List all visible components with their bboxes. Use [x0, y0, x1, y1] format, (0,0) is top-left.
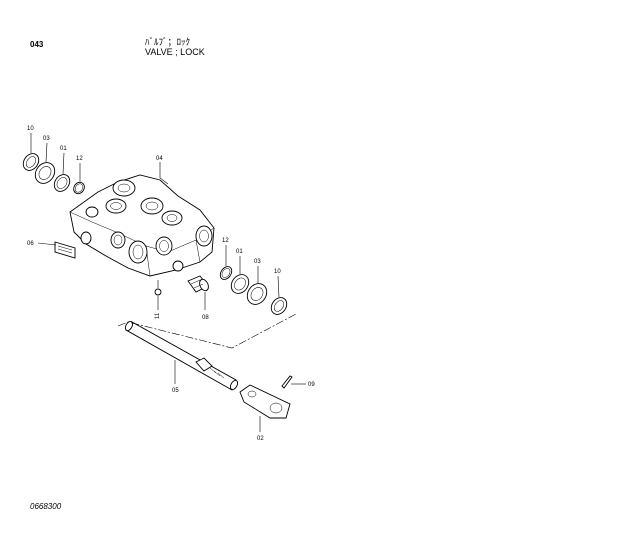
callout-12-left: 12 — [76, 156, 83, 162]
drawing-code: 0668300 — [30, 502, 62, 511]
leader-lines — [30, 133, 306, 432]
page-code: 043 — [30, 40, 44, 49]
callouts: 10 03 01 12 04 06 11 08 12 01 03 10 05 0… — [27, 126, 315, 442]
callout-03-right: 03 — [254, 259, 261, 265]
callout-08: 08 — [202, 315, 209, 321]
callout-10-left: 10 — [27, 126, 34, 132]
title-english: VALVE ; LOCK — [145, 47, 205, 57]
washer-left — [34, 162, 56, 184]
callout-05: 05 — [172, 388, 179, 394]
callout-04: 04 — [156, 156, 163, 162]
callout-11: 11 — [155, 312, 161, 319]
ring-left — [53, 174, 71, 192]
lever-plate — [239, 384, 291, 419]
spool — [124, 320, 239, 391]
callout-03-left: 03 — [43, 136, 50, 142]
pin — [281, 375, 293, 389]
callout-10-right: 10 — [274, 269, 281, 275]
snap-ring-right — [270, 297, 288, 315]
callout-12-right: 12 — [222, 238, 229, 244]
o-ring-right — [219, 266, 233, 280]
ring-right — [230, 274, 250, 294]
callout-01-left: 01 — [60, 146, 67, 152]
callout-06: 06 — [27, 241, 34, 247]
callout-02: 02 — [257, 436, 264, 442]
snap-ring-left — [22, 153, 40, 171]
title-japanese: ﾊﾞﾙﾌﾞ；ﾛｯｸ — [145, 37, 191, 47]
o-ring-left — [73, 181, 85, 195]
plug-fitting — [187, 275, 209, 293]
ball — [154, 288, 162, 296]
valve-body — [69, 174, 215, 277]
nameplate — [54, 241, 76, 259]
washer-right — [246, 283, 268, 305]
assembly-centerlines — [117, 280, 297, 349]
callout-09: 09 — [308, 382, 315, 388]
callout-01-right: 01 — [236, 249, 243, 255]
